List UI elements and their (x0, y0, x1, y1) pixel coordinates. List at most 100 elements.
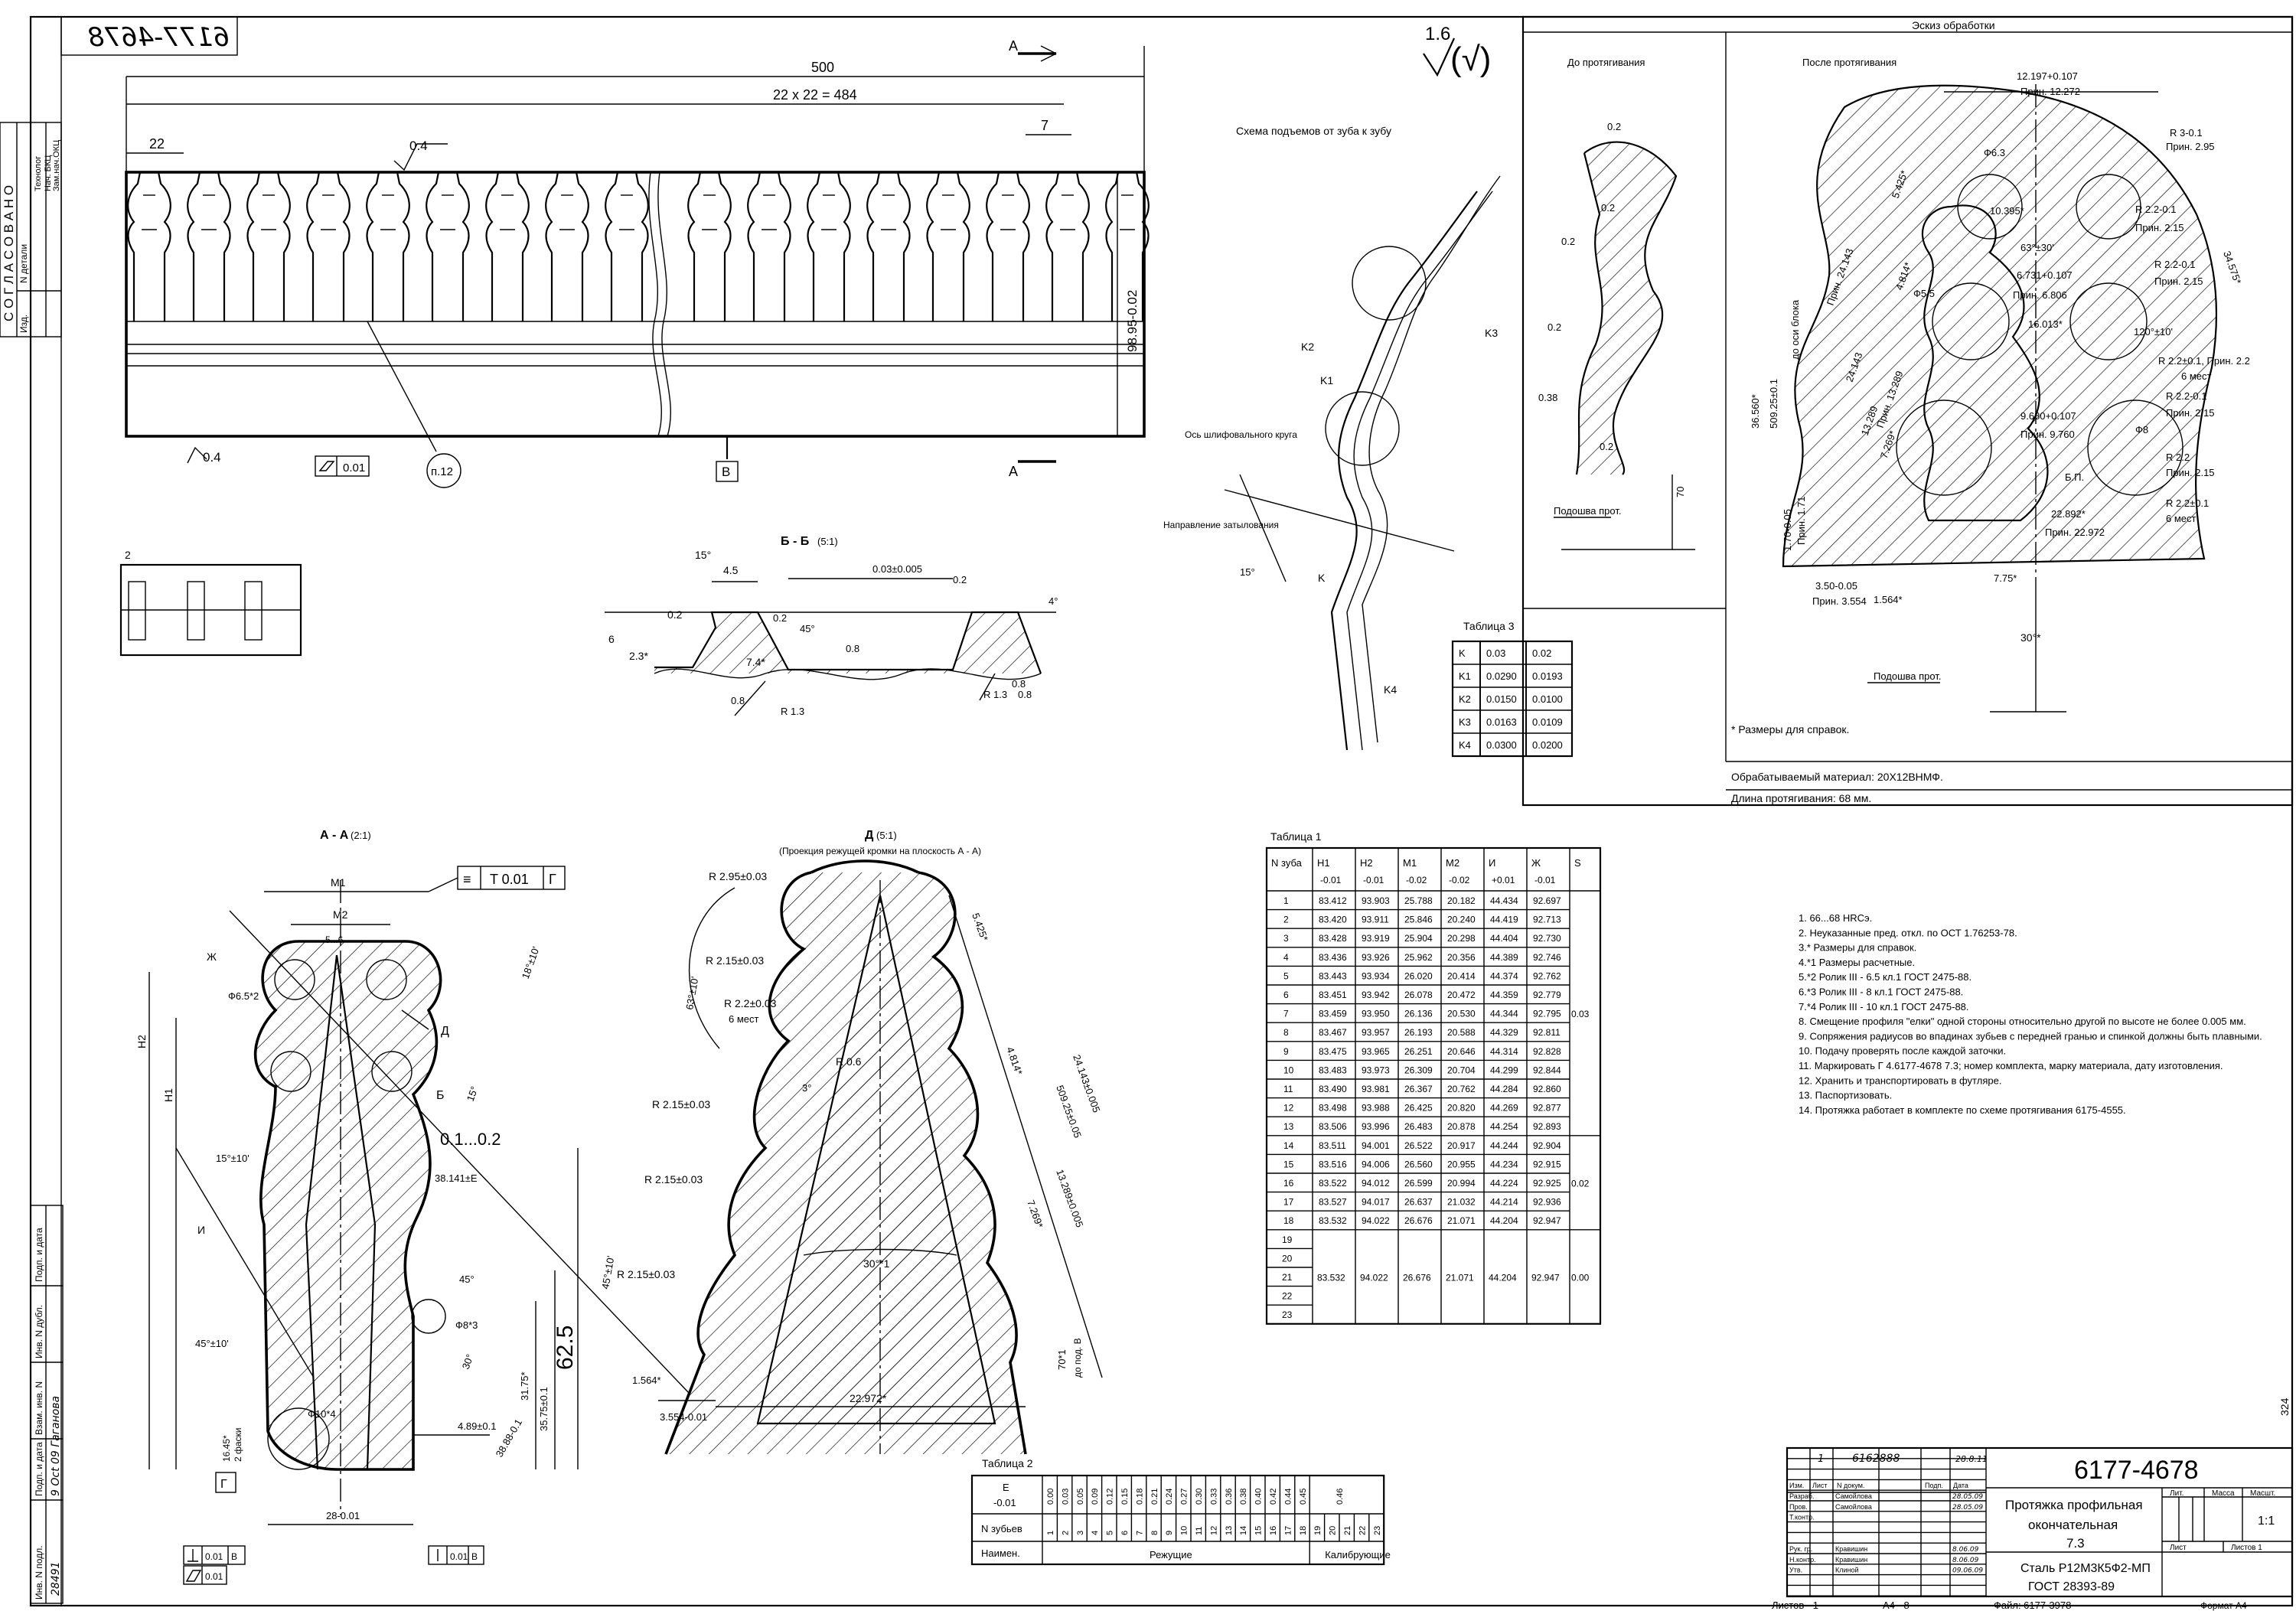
table1-cell: 44.284 (1490, 1084, 1518, 1094)
table2-count: 20 (1329, 1526, 1338, 1535)
table2-label-count: N зубьев (981, 1523, 1022, 1534)
table1-cell: 92.811 (1533, 1027, 1561, 1038)
table1-cell: 92.947 (1533, 1215, 1561, 1226)
broach-tooth (1105, 171, 1150, 321)
left-margin-stamp: Инв. N подл. Подп. и дата Взам. инв. N И… (30, 1205, 64, 1604)
table2-count: 5 (1106, 1531, 1115, 1535)
table1-cell: 83.516 (1319, 1159, 1347, 1169)
broach-tooth (687, 171, 732, 321)
table1-cell: 83.412 (1319, 895, 1347, 906)
table1-cell: 92.904 (1533, 1140, 1561, 1151)
table1-cell: 6 (1283, 990, 1289, 1000)
sketch-ref-note: * Размеры для справок. (1731, 723, 1849, 735)
table1-cell: 17 (1283, 1197, 1294, 1208)
section-mark-a-top: A (1009, 38, 1018, 54)
table1-cell: 92.893 (1533, 1121, 1561, 1132)
margin-col-2: Подп. и дата (34, 1442, 44, 1496)
table1-cell: 26.560 (1404, 1159, 1433, 1169)
surface-note-top: 0.4 (409, 139, 428, 153)
title-role: Т.контр. (1789, 1514, 1815, 1521)
table3-cell: K4 (1459, 739, 1471, 751)
technical-notes: 1. 66...68 HRCэ.2. Неуказанные пред. отк… (1799, 912, 2262, 1116)
table2-e-val: 0.18 (1135, 1489, 1144, 1505)
note-line: 5.*2 Ролик III - 6.5 кл.1 ГОСТ 2475-88. (1799, 971, 1971, 983)
sketch-after-16013: 16.013* (2028, 318, 2063, 330)
broach-tooth (926, 171, 970, 321)
view-d-3deg: 3° (802, 1082, 811, 1094)
sketch-after-r3-ref: Прин. 2.95 (2166, 141, 2215, 152)
table1-cell: 44.204 (1490, 1215, 1518, 1226)
section-a-15deg10: 15°±10' (216, 1153, 249, 1164)
note-line: 13. Паспортизовать. (1799, 1090, 1892, 1101)
reversed-number-box: 6177-4678 (60, 16, 238, 56)
view-d-50925: 509.25±0.05 (1054, 1084, 1084, 1140)
schema-15deg: 15° (1240, 566, 1255, 578)
table1-cell: 12 (1283, 1103, 1294, 1114)
table2-e-val: 0.30 (1195, 1489, 1204, 1505)
title-role: Изм. (1789, 1482, 1804, 1489)
title-person: Самойлова (1835, 1492, 1872, 1500)
section-a-h1: H1 (162, 1088, 174, 1102)
section-b-dim-74: 7.4* (746, 656, 765, 668)
section-b-dim-08b: 0.8 (1012, 678, 1026, 690)
title-sheet: Лист (2170, 1544, 2187, 1552)
table1-cell: 92.925 (1533, 1178, 1561, 1189)
table1-cell: 44.254 (1490, 1121, 1518, 1132)
table1-cell: 20.356 (1447, 952, 1476, 963)
sketch-after-r3: R 3-0.1 (2170, 127, 2203, 139)
table1-cell: 92.697 (1533, 895, 1561, 906)
table1-cell: 26.193 (1404, 1027, 1433, 1038)
table1-cell: 93.934 (1362, 970, 1390, 981)
table1-cell: 20.414 (1447, 970, 1476, 981)
table1-cell: 92.762 (1533, 970, 1561, 981)
broach-main-view: 500 22 x 22 = 484 22 7 98.95-0.02 0.4 0.… (125, 38, 1150, 488)
table1-cell: 44.389 (1490, 952, 1518, 963)
sketch-after-r22c: R 2.2-0.1 (2166, 390, 2206, 402)
table1-cell: 21.032 (1447, 1197, 1476, 1208)
table1-final-num: 23 (1282, 1309, 1293, 1320)
approval-col-izd: Изд. (18, 315, 29, 333)
title-name-3: 7.3 (2066, 1536, 2085, 1551)
table2-e-val: 0.12 (1106, 1489, 1115, 1505)
table3-cell: K1 (1459, 670, 1471, 682)
margin-col-3: Взам. инв. N (34, 1381, 44, 1435)
sketch-before-02a: 0.2 (1607, 121, 1621, 132)
table1-final-num: 19 (1282, 1234, 1293, 1245)
section-a-15deg: 15° (465, 1084, 481, 1103)
table1-cell: 92.877 (1533, 1103, 1561, 1114)
broach-tooth (1045, 171, 1090, 321)
table1-s-group1: 0.03 (1571, 1009, 1590, 1019)
table1-cell: 20.994 (1447, 1178, 1476, 1189)
section-a-scale: (2:1) (351, 830, 371, 841)
table1-cell: 2 (1283, 915, 1289, 925)
table2-e-val: 0.33 (1209, 1489, 1218, 1505)
section-b-dim-02a: 0.2 (667, 608, 683, 621)
note-line: 6.*3 Ролик III - 8 кл.1 ГОСТ 2475-88. (1799, 986, 1963, 998)
table2-cutting: Режущие (1150, 1549, 1192, 1560)
section-a-h2: H2 (135, 1035, 148, 1048)
view-d-r215d: R 2.15±0.03 (617, 1268, 675, 1280)
sketch-after-775: 7.75* (1994, 572, 2017, 584)
sketch-before-038: 0.38 (1538, 392, 1557, 403)
table2-count: 18 (1299, 1526, 1308, 1535)
sketch-after-10395: 10.395* (1990, 205, 2024, 217)
view-d-6mest: 6 мест (729, 1013, 759, 1025)
title-role: N докум. (1837, 1482, 1864, 1489)
section-a-01-02: 0.1...0.2 (440, 1130, 501, 1149)
view-d-24143: 24.143±0.005 (1071, 1053, 1102, 1114)
sketch-before-02b: 0.2 (1601, 202, 1615, 214)
table2-e-val: 0.36 (1225, 1489, 1234, 1505)
table1-cell: 9 (1283, 1046, 1289, 1057)
margin-col-1: Инв. N подл. (34, 1545, 44, 1600)
table1-cell: 44.234 (1490, 1159, 1518, 1169)
table1-cell: 21.071 (1447, 1215, 1476, 1226)
table1-tol: -0.01 (1534, 875, 1556, 885)
title-name-2: окончательная (2028, 1518, 2118, 1532)
table2-e-val: 0.05 (1076, 1489, 1085, 1505)
bottom-file: Файл: 6177-3978 (1994, 1600, 2071, 1611)
table1-cell: 83.436 (1319, 952, 1347, 963)
title-material-1: Сталь Р12М3К5Ф2-МП (2020, 1562, 2151, 1575)
table2-e-val: 0.42 (1269, 1489, 1278, 1505)
